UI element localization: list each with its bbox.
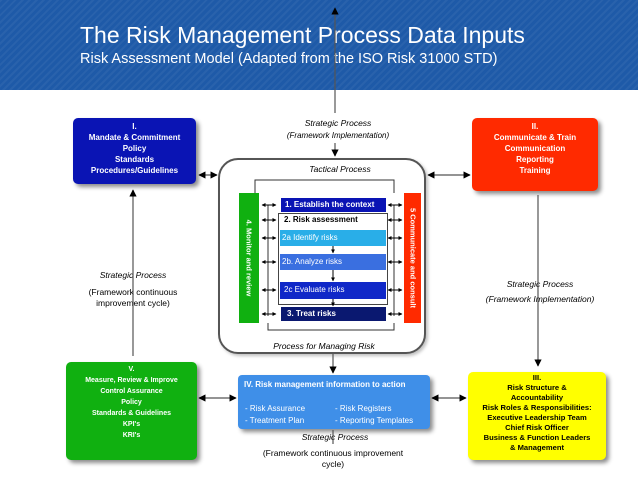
- box-line: KRI's: [122, 432, 141, 439]
- box-line: Risk Structure &: [507, 383, 567, 392]
- measure-review-box: V. Measure, Review & Improve Control Ass…: [66, 362, 197, 460]
- establish-context-step: 1. Establish the context: [281, 198, 386, 212]
- treat-risks-step: 3. Treat risks: [281, 307, 386, 321]
- box-line: Measure, Review & Improve: [85, 377, 178, 384]
- framework-continuous-label: (Framework continuous improvement: [262, 448, 404, 458]
- header-banner: The Risk Management Process Data Inputs …: [0, 0, 638, 90]
- communicate-consult-bar: 5 Communicate and consult: [404, 193, 421, 323]
- info-item: - Risk Registers: [335, 404, 392, 413]
- info-item: - Reporting Templates: [335, 416, 414, 425]
- box-line: Control Assurance: [100, 388, 163, 395]
- info-item: - Risk Assurance: [245, 404, 306, 413]
- risk-structure-box: III. Risk Structure & Accountability Ris…: [468, 372, 606, 460]
- process-loop-top: [254, 179, 395, 193]
- identify-risks-step: 2a Identify risks: [280, 230, 386, 246]
- communicate-train-box: II. Communicate & Train Communication Re…: [472, 118, 598, 191]
- box-line: Standards: [114, 155, 155, 164]
- info-item: - Treatment Plan: [245, 416, 305, 425]
- page-title: The Risk Management Process Data Inputs: [80, 22, 525, 48]
- box-number: V.: [128, 366, 135, 373]
- box-line: Policy: [122, 144, 147, 153]
- monitor-double-arrows: [261, 203, 277, 316]
- box-number: I.: [132, 122, 137, 131]
- box-line: Training: [519, 166, 551, 175]
- process-managing-risk-label: Process for Managing Risk: [273, 341, 375, 351]
- box-line: Mandate & Commitment: [88, 133, 181, 142]
- framework-implementation-label: (Framework Implementation): [485, 294, 595, 304]
- framework-continuous-label: cycle): [321, 459, 345, 469]
- box-line: Chief Risk Officer: [505, 423, 569, 432]
- process-loop-bottom: [267, 323, 395, 331]
- mandate-commitment-box: I. Mandate & Commitment Policy Standards…: [73, 118, 196, 184]
- box-number: II.: [531, 122, 539, 131]
- box-line: Procedures/Guidelines: [90, 166, 179, 175]
- box-line: Communicate & Train: [493, 133, 577, 142]
- risk-assessment-label: 2. Risk assessment: [284, 215, 358, 224]
- page-subtitle: Risk Assessment Model (Adapted from the …: [80, 51, 498, 67]
- monitor-review-bar: 4. Monitor and review: [239, 193, 259, 323]
- strategic-process-label: Strategic Process: [301, 432, 369, 442]
- consult-double-arrows: [387, 203, 403, 316]
- box-line: Reporting: [516, 155, 554, 164]
- box-line: Standards & Guidelines: [92, 410, 171, 417]
- evaluate-risks-step: 2c Evaluate risks: [280, 282, 386, 299]
- box-line: KPI's: [122, 421, 141, 428]
- box-line: Policy: [121, 399, 142, 406]
- strategic-process-label: Strategic Process: [506, 279, 574, 289]
- box-line: Communication: [504, 144, 566, 153]
- strategic-process-label: Strategic Process: [304, 118, 372, 128]
- info-title: IV. Risk management information to actio…: [244, 380, 406, 389]
- box-number: III.: [532, 373, 542, 382]
- box-line: Accountability: [510, 393, 564, 402]
- box-line: Executive Leadership Team: [487, 413, 587, 422]
- framework-implementation-label: (Framework Implementation): [286, 131, 390, 140]
- box-line: Business & Function Leaders: [483, 433, 591, 442]
- analyze-risks-step: 2b. Analyze risks: [280, 254, 386, 270]
- box-line: Risk Roles & Responsibilities:: [482, 403, 592, 412]
- tactical-process-label: Tactical Process: [309, 164, 371, 174]
- risk-information-box: IV. Risk management information to actio…: [238, 375, 430, 429]
- box-line: & Management: [509, 443, 564, 452]
